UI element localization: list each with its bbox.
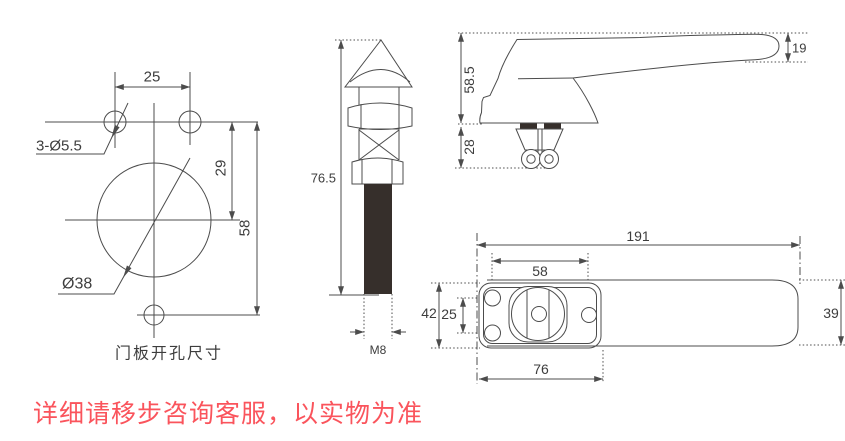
latch-roller-right-hole	[544, 154, 554, 164]
latch-pad-right	[544, 123, 561, 129]
latch-pad-left	[520, 123, 537, 129]
bolt-cone-dome-arc	[349, 69, 411, 83]
latch-roller-left-hole	[526, 154, 536, 164]
dim-label-hole-pair-spacing: 25	[441, 306, 457, 322]
latch-roller-right	[539, 149, 559, 169]
drill-template-caption: 门板开孔尺寸	[115, 345, 223, 363]
dim-label-bolt-length: 76.5	[311, 171, 336, 186]
small-holes-label: 3-Ø5.5	[36, 138, 82, 155]
plan-screw-hole-bottom-left	[484, 324, 501, 342]
dim-label-vertical-span: 58	[237, 220, 254, 237]
main-hole-leader-line	[58, 157, 191, 295]
dim-label-plate-height: 42	[421, 305, 437, 321]
dim-label-latch-depth: 28	[461, 139, 477, 155]
drill-template-view: 25 29 58 3-Ø5.5 Ø38 门板开孔尺寸	[36, 69, 260, 363]
small-holes-leader-line	[36, 102, 129, 155]
small-holes-leader-arrow	[111, 124, 120, 139]
main-hole-label: Ø38	[62, 276, 92, 293]
dim-label-center-offset: 29	[213, 160, 230, 177]
dim-label-hole-spacing: 25	[144, 69, 161, 86]
mounting-hole-top-right	[178, 110, 202, 134]
latch-roller-left	[521, 149, 541, 169]
plan-handle-outline	[487, 279, 799, 347]
dim-label-thread: M8	[370, 343, 387, 357]
main-hole-leader-arrow	[123, 265, 132, 278]
notice-text: 详细请移步咨询客服，以实物为准	[33, 400, 424, 428]
latch-body	[515, 128, 564, 151]
handle-side-outline	[479, 33, 780, 124]
handle-plan-view: 191 58 42 25 76 39	[421, 228, 845, 384]
handle-parting-line	[517, 77, 574, 80]
plan-screw-hole-top-left	[484, 289, 501, 307]
main-hole-circle	[96, 162, 212, 278]
bolt-mid-chamfer-lines	[358, 129, 400, 161]
dim-label-total-length: 191	[626, 228, 650, 244]
bolt-hex-nut	[351, 157, 404, 185]
plan-spindle-hole	[531, 306, 547, 322]
dim-label-plate-length: 76	[533, 361, 549, 377]
handle-side-view: 58.5 28 19	[455, 32, 808, 169]
bolt-cone-tip	[343, 39, 413, 88]
bolt-side-view: 76.5 M8	[311, 39, 413, 357]
bolt-collar	[347, 102, 413, 130]
bolt-mid-section	[358, 128, 400, 160]
dim-label-handle-width: 39	[823, 305, 839, 321]
dim-label-body-height: 58.5	[461, 66, 477, 93]
mounting-hole-bottom	[143, 304, 165, 326]
dim-label-tip-height: 19	[792, 41, 806, 56]
dim-label-hole-span: 58	[532, 263, 548, 279]
bolt-threaded-rod	[364, 184, 392, 294]
plan-screw-hole-right	[581, 307, 597, 323]
